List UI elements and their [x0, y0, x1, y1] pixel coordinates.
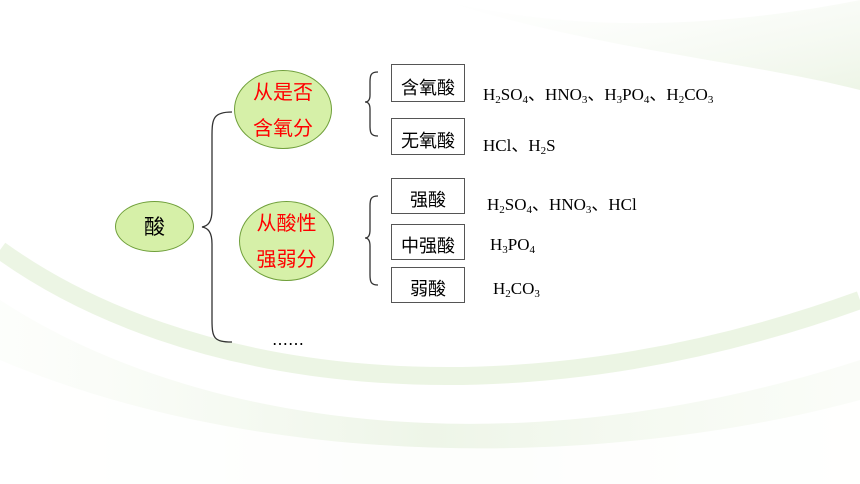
- formula-oxygen-acid: H2SO4、HNO3、H3PO4、H2CO3: [483, 85, 714, 106]
- box-medium-acid: 中强酸: [391, 224, 465, 260]
- more-ellipsis: ……: [272, 330, 304, 349]
- brace-strength: [364, 195, 379, 286]
- category-node-oxygen: 从是否 含氧分: [234, 70, 332, 149]
- formula-medium-acid: H3PO4: [490, 235, 536, 256]
- category-oxygen-line1: 从是否: [253, 79, 313, 104]
- root-node-acid: 酸: [115, 201, 194, 252]
- box-oxygen-acid: 含氧酸: [391, 64, 465, 102]
- main-brace: [201, 111, 233, 343]
- category-node-strength: 从酸性 强弱分: [239, 201, 334, 281]
- category-strength-line1: 从酸性: [256, 211, 317, 235]
- formula-oxygen-free-acid: HCl、H2S: [483, 136, 556, 157]
- box-weak-acid: 弱酸: [391, 267, 465, 303]
- category-strength-line2: 强弱分: [256, 247, 317, 271]
- box-strong-acid: 强酸: [391, 178, 465, 214]
- formula-weak-acid: H2CO3: [493, 279, 540, 300]
- brace-oxygen: [364, 71, 379, 137]
- formula-strong-acid: H2SO4、HNO3、HCl: [487, 195, 637, 216]
- category-oxygen-line2: 含氧分: [253, 115, 313, 140]
- box-oxygen-free-acid: 无氧酸: [391, 118, 465, 155]
- root-label: 酸: [144, 214, 165, 239]
